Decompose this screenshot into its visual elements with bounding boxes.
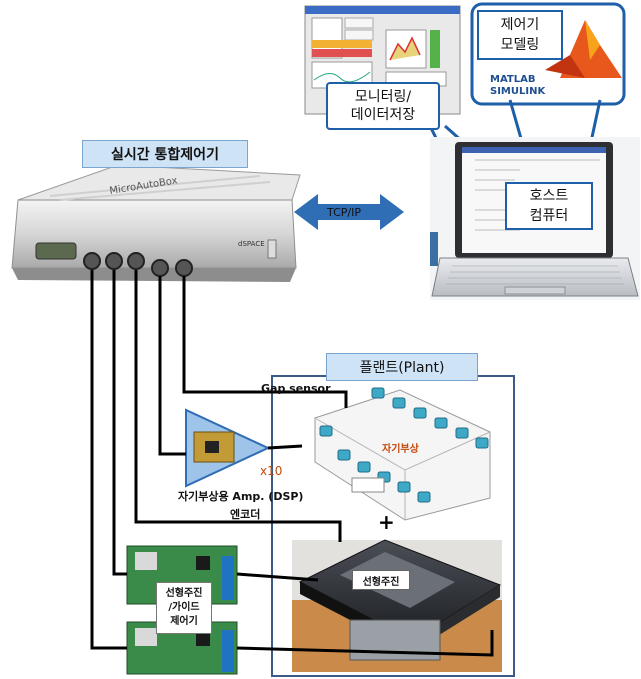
encoder-label: 엔코더 bbox=[230, 508, 261, 521]
amp-gain-label: x10 bbox=[260, 464, 283, 478]
tcpip-arrow bbox=[294, 194, 404, 230]
levitation-module bbox=[314, 387, 491, 521]
tcpip-label: TCP/IP bbox=[327, 206, 361, 219]
simulink-text: SIMULINK bbox=[490, 86, 546, 97]
device-vendor-text: dSPACE bbox=[238, 240, 265, 248]
amp-caption: 자기부상용 Amp. (DSP) bbox=[178, 490, 304, 503]
monitoring-screenshot bbox=[304, 5, 461, 115]
microautobox-device: MicroAutoBox dSPACE bbox=[11, 164, 301, 282]
amp-triangle bbox=[185, 408, 271, 488]
plus-sign: + bbox=[378, 510, 395, 534]
controller-title: 실시간 통합제어기 bbox=[82, 140, 248, 168]
monitoring-callout: 모니터링/ 데이터저장 bbox=[326, 82, 440, 130]
levitation-label: 자기부상 bbox=[382, 444, 419, 455]
driver-board-label: 선형주진 /가이드 제어기 bbox=[156, 582, 212, 634]
plant-title: 플랜트(Plant) bbox=[326, 353, 478, 381]
signal-wires bbox=[90, 270, 494, 657]
host-callout: 호스트 컴퓨터 bbox=[505, 182, 593, 230]
modeling-callout: 제어기 모델링 bbox=[477, 10, 563, 60]
gap-sensor-label: Gap sensor bbox=[261, 382, 331, 395]
linear-drive-label: 선형주진 bbox=[352, 570, 410, 590]
matlab-text: MATLAB bbox=[490, 74, 535, 85]
